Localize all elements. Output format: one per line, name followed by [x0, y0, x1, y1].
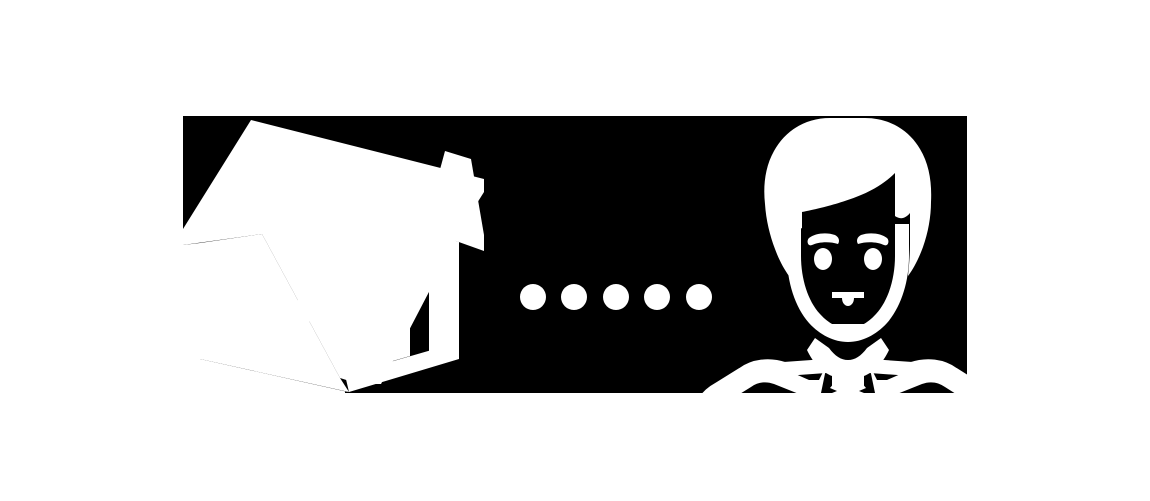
person-mouth: [821, 324, 875, 336]
person-right-eye: [864, 248, 882, 270]
person-right-eyebrow: [857, 233, 889, 246]
connection-dot: [603, 284, 629, 310]
person-left-eyebrow: [807, 233, 839, 246]
person-necktie: [830, 365, 866, 393]
person-jacket-outline: [702, 359, 833, 393]
house-door: [379, 257, 410, 365]
house-corner-edge: [429, 210, 445, 364]
house-eave-line: [203, 271, 346, 332]
house-chimney: [323, 148, 354, 220]
person-left-eye: [814, 248, 832, 270]
connection-dot: [520, 284, 546, 310]
businessman-icon: [699, 118, 967, 393]
person-jacket-outline-right: [863, 359, 967, 391]
person-hair: [764, 118, 932, 276]
house-icon: [183, 120, 484, 393]
connection-dot: [561, 284, 587, 310]
person-shirt-collar: [807, 338, 889, 387]
house-wall-body: [200, 234, 349, 392]
black-panel: [183, 116, 967, 393]
connection-dot: [644, 284, 670, 310]
person-face-outline: [787, 224, 909, 342]
house-front-wall: [183, 243, 348, 393]
connection-dot: [686, 284, 712, 310]
person-nose: [832, 292, 864, 306]
connection-dots: [520, 284, 712, 310]
